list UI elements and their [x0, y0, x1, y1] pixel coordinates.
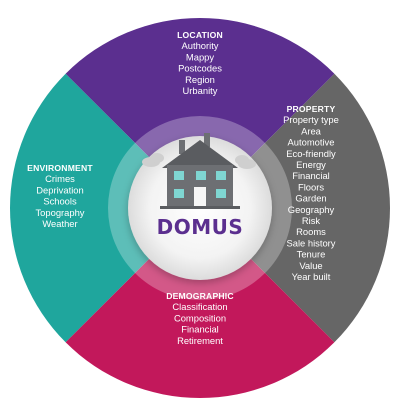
demographic-labels: DEMOGRAPHICClassificationCompositionFina… — [166, 291, 234, 346]
property-item: Financial — [292, 170, 330, 181]
property-item: Energy — [296, 159, 326, 170]
demographic-item: Classification — [172, 301, 227, 312]
environment-segment — [10, 73, 201, 343]
location-item: Region — [185, 74, 215, 85]
brand-name: DOMUS — [157, 215, 244, 239]
property-item: Value — [299, 260, 322, 271]
property-item: Garden — [295, 193, 326, 204]
property-item: Tenure — [297, 249, 326, 260]
property-title: PROPERTY — [287, 104, 336, 114]
property-item: Eco-friendly — [286, 148, 336, 159]
demographic-item: Financial — [181, 324, 219, 335]
location-item: Urbanity — [183, 85, 218, 96]
location-item: Mappy — [186, 51, 214, 62]
environment-item: Schools — [43, 196, 77, 207]
demographic-item: Composition — [174, 312, 226, 323]
location-segment — [65, 18, 335, 208]
demographic-item: Retirement — [177, 335, 223, 346]
location-item: Postcodes — [178, 63, 222, 74]
property-item: Sale history — [287, 237, 336, 248]
environment-item: Deprivation — [36, 184, 83, 195]
environment-item: Weather — [42, 218, 77, 229]
property-item: Risk — [302, 215, 321, 226]
demographic-title: DEMOGRAPHIC — [166, 291, 234, 301]
property-item: Rooms — [296, 226, 326, 237]
property-item: Area — [301, 125, 322, 136]
property-item: Geography — [288, 204, 335, 215]
location-title: LOCATION — [177, 30, 223, 40]
property-item: Automotive — [288, 137, 335, 148]
environment-title: ENVIRONMENT — [27, 163, 93, 173]
location-item: Authority — [182, 40, 219, 51]
demographic-segment — [65, 208, 335, 398]
property-item: Year built — [292, 271, 331, 282]
property-item: Floors — [298, 181, 324, 192]
environment-item: Topography — [36, 207, 85, 218]
property-item: Property type — [283, 114, 339, 125]
house-icon — [142, 133, 256, 209]
property-segment — [200, 73, 390, 343]
environment-item: Crimes — [45, 173, 75, 184]
location-labels: LOCATIONAuthorityMappyPostcodesRegionUrb… — [177, 30, 223, 96]
environment-labels: ENVIRONMENTCrimesDeprivationSchoolsTopog… — [27, 163, 93, 229]
